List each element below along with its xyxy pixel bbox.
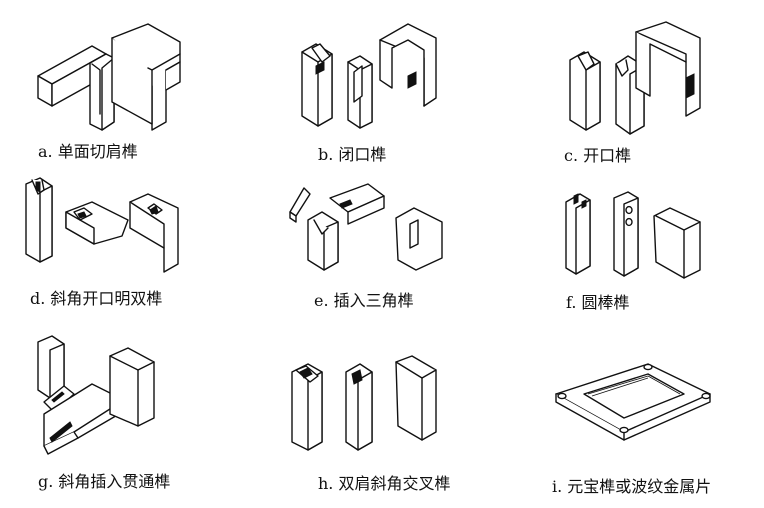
drawing-e-triangular-tenon — [286, 178, 461, 278]
drawing-a-single-shoulder-tenon — [30, 18, 200, 138]
drawing-g-through-tenon — [30, 332, 180, 457]
caption-b: b. 闭口榫 — [318, 145, 387, 164]
caption-i: i. 元宝榫或波纹金属片 — [552, 477, 712, 496]
caption-f: f. 圆棒榫 — [566, 293, 630, 312]
caption-h: h. 双肩斜角交叉榫 — [318, 474, 451, 493]
caption-c: c. 开口榫 — [564, 146, 632, 165]
caption-a: a. 单面切肩榫 — [38, 142, 138, 161]
drawing-d-mitred-double-tenon — [18, 172, 193, 282]
drawing-i-butterfly-frame — [548, 358, 718, 448]
caption-g: g. 斜角插入贯通榫 — [38, 472, 171, 491]
caption-d: d. 斜角开口明双榫 — [30, 289, 163, 308]
drawing-f-dowel-tenon — [560, 186, 710, 286]
drawing-h-cross-tenon — [286, 350, 446, 460]
drawing-b-closed-mortise — [296, 18, 446, 133]
caption-e: e. 插入三角榫 — [314, 291, 414, 310]
drawing-c-open-mortise — [566, 18, 726, 138]
